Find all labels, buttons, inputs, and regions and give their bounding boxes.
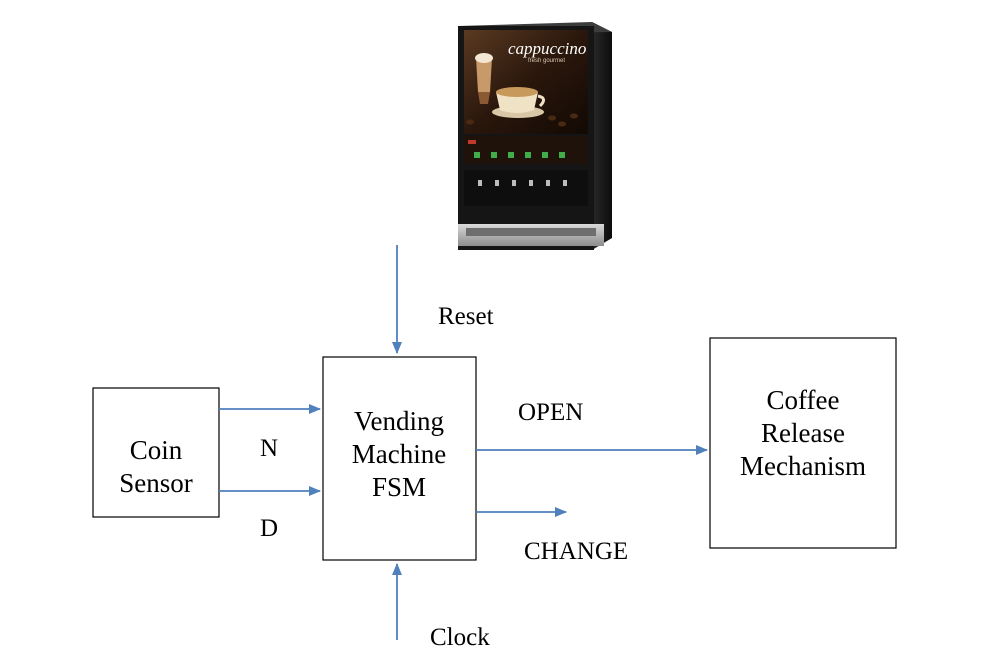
machine-side-panel [592, 22, 612, 250]
coffee-release-box [709, 337, 897, 549]
selection-button-1 [474, 152, 480, 158]
change-label: CHANGE [524, 538, 628, 565]
coin-sensor-box [92, 387, 220, 518]
drip-tray-grate [466, 228, 596, 236]
coin-sensor-label-line1: Coin [130, 435, 183, 465]
machine-nozzles [478, 180, 567, 186]
selection-button-5 [542, 152, 548, 158]
reset-label: Reset [438, 303, 494, 330]
machine-selection-buttons [474, 152, 565, 158]
fsm-label-line2: Machine [352, 439, 446, 469]
fsm-label-line3: FSM [372, 472, 426, 502]
coin-sensor-label-line2: Sensor [119, 468, 193, 498]
coffee-vending-machine-icon: cappuccino fresh gourmet [458, 22, 612, 250]
selection-button-3 [508, 152, 514, 158]
machine-nozzle-area [464, 170, 588, 206]
machine-brand-text: cappuccino [508, 39, 586, 58]
latte-glass-icon [475, 53, 493, 104]
machine-control-panel [464, 136, 588, 164]
open-label: OPEN [518, 399, 583, 426]
fsm-label-line1: Vending [354, 406, 444, 436]
selection-button-6 [559, 152, 565, 158]
n-label: N [260, 435, 278, 462]
clock-label: Clock [430, 624, 490, 651]
selection-button-2 [491, 152, 497, 158]
coffee-release-label-line2: Release [761, 418, 845, 448]
vending-fsm-box [322, 356, 477, 561]
coffee-cup-icon [492, 87, 545, 118]
machine-logo-badge [468, 140, 476, 144]
selection-button-4 [525, 152, 531, 158]
coffee-release-label-line1: Coffee [767, 385, 840, 415]
machine-brand-subtext: fresh gourmet [528, 58, 565, 64]
coffee-release-label-line3: Mechanism [740, 451, 866, 481]
coffee-beans-icon [466, 113, 578, 127]
d-label: D [260, 515, 278, 542]
